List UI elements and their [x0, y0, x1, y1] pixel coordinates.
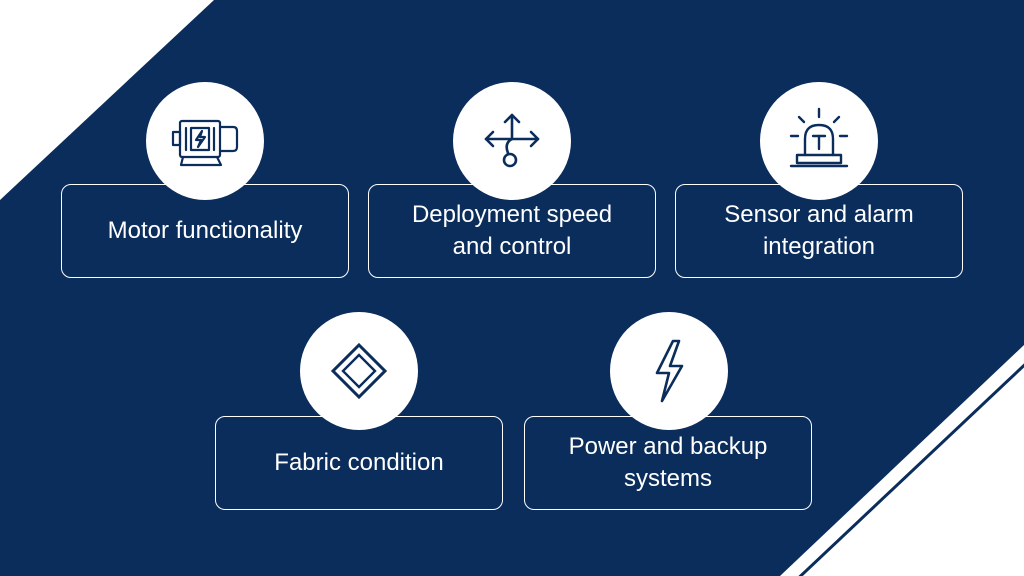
diamond-icon	[330, 342, 388, 400]
card-motor-functionality: Motor functionality	[61, 184, 349, 278]
icon-badge	[146, 82, 264, 200]
card-label: Deployment speed and control	[411, 201, 613, 260]
electric-motor-icon	[171, 119, 239, 167]
accent-stripe-right	[798, 363, 1024, 576]
direction-arrows-icon	[484, 113, 540, 168]
card-label: Motor functionality	[107, 217, 303, 244]
icon-badge	[610, 312, 728, 430]
icon-badge	[453, 82, 571, 200]
card-fabric-condition: Fabric condition	[215, 416, 503, 510]
icon-badge	[300, 312, 418, 430]
siren-alarm-icon	[789, 107, 849, 168]
icon-badge	[760, 82, 878, 200]
card-label: Power and backup systems	[568, 433, 768, 492]
card-power-backup: Power and backup systems	[524, 416, 812, 510]
lightning-bolt-icon	[655, 339, 684, 403]
accent-stripe-left	[0, 0, 193, 200]
card-label: Sensor and alarm integration	[724, 201, 914, 260]
card-label: Fabric condition	[274, 449, 444, 476]
card-deployment-speed: Deployment speed and control	[368, 184, 656, 278]
